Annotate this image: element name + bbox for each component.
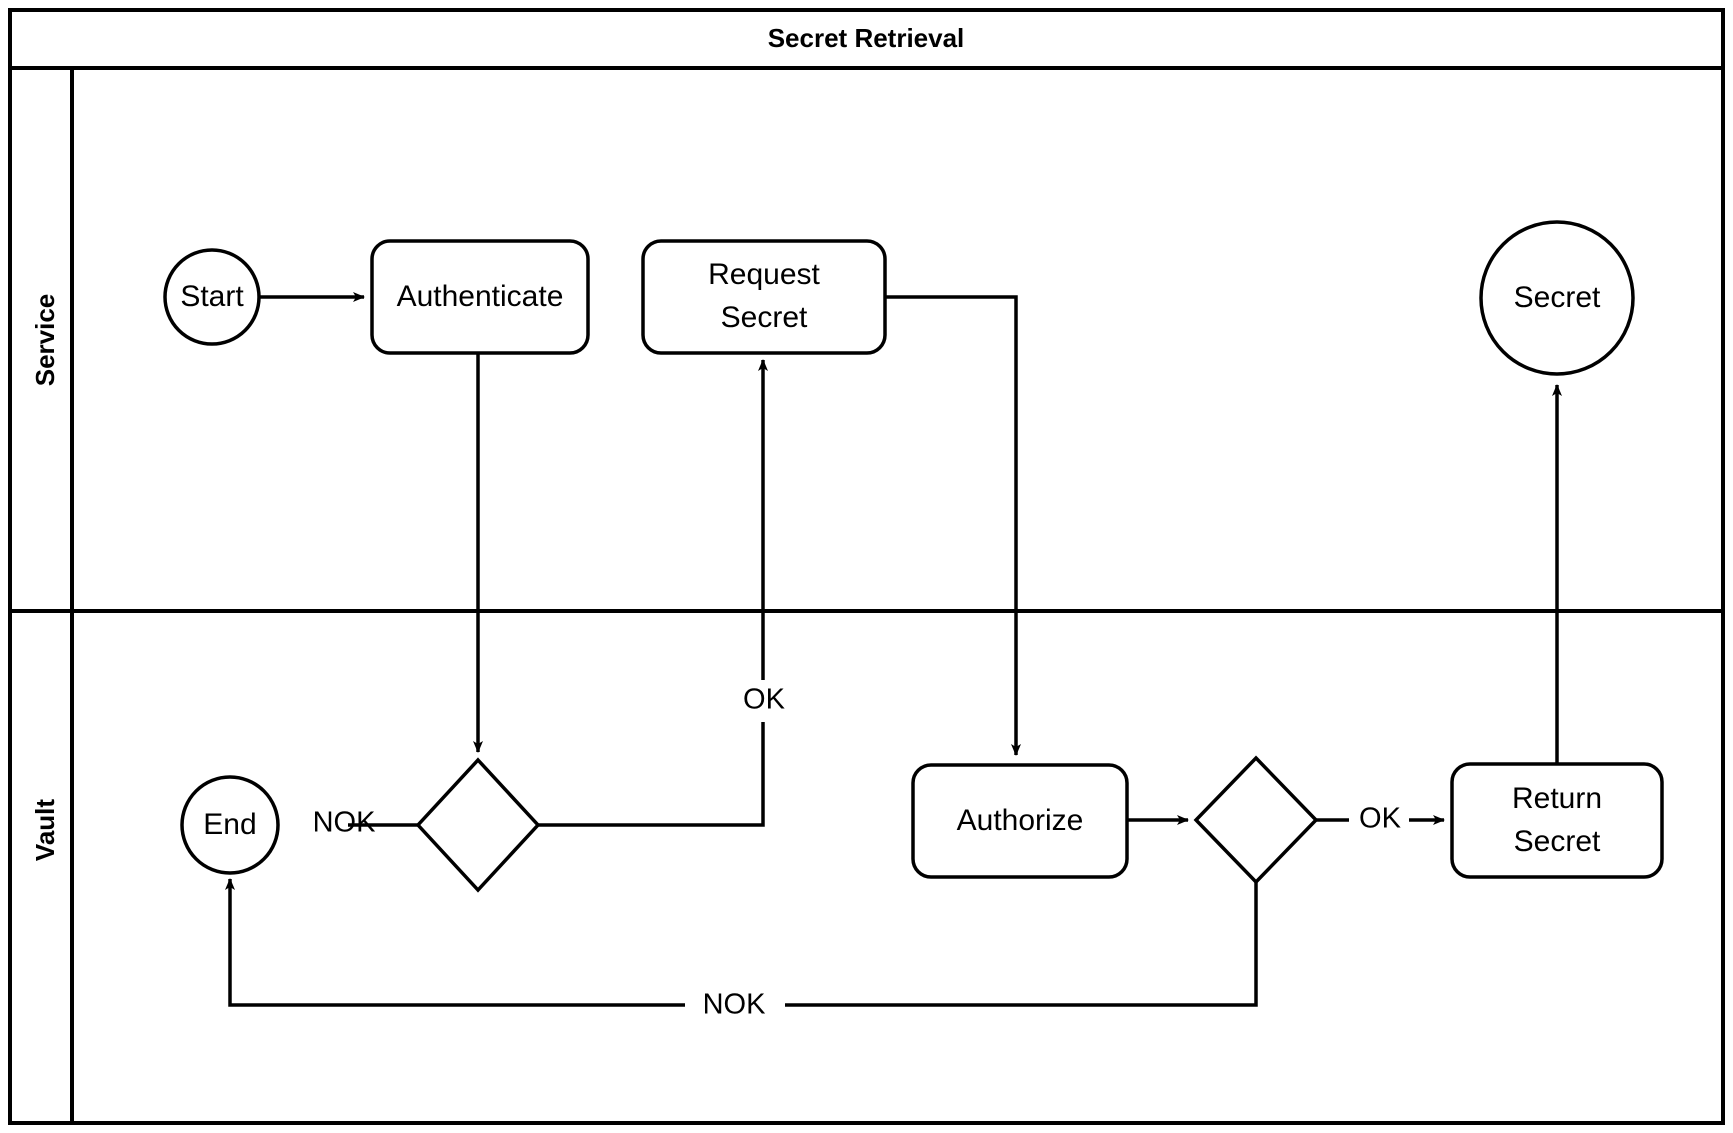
node-end[interactable]: End: [180, 775, 280, 875]
node-return-secret[interactable]: Return Secret: [1450, 762, 1664, 879]
edge-request-secret-to-authorize: [885, 295, 1021, 756]
authorize-task-label: Authorize: [957, 804, 1084, 837]
edge-label-ok-auth: OK: [743, 684, 786, 716]
authenticate-task-label: Authenticate: [397, 280, 564, 313]
lane-label-vault: Vault: [30, 799, 60, 861]
authenticate-task-box: [370, 239, 590, 355]
node-request-secret[interactable]: Request Secret: [641, 239, 887, 355]
start-event-circle: [163, 248, 261, 346]
edge-label-bg-nok-2: [685, 985, 785, 1027]
node-authenticate[interactable]: Authenticate: [370, 239, 590, 355]
pool-title: Secret Retrieval: [768, 23, 965, 53]
return-secret-task-label-line2: Secret: [1514, 825, 1601, 858]
node-authorize[interactable]: Authorize: [911, 763, 1129, 879]
edge-label-bg-nok-1: [268, 806, 348, 844]
edge-label-nok-auth: NOK: [313, 807, 377, 839]
edge-label-bg-ok-1: [733, 680, 795, 722]
lane-label-service-text: Service: [30, 294, 60, 387]
secret-event-circle: [1479, 220, 1635, 376]
request-secret-task-label-line1: Request: [708, 258, 820, 291]
node-auth-gateway[interactable]: [415, 757, 541, 893]
lane-label-vault-text: Vault: [30, 799, 60, 861]
edge-label-ok-authz: OK: [1359, 803, 1402, 835]
request-secret-task-box: [641, 239, 887, 355]
node-authz-gateway[interactable]: [1193, 755, 1319, 885]
return-secret-task-box: [1450, 762, 1664, 879]
end-event-circle: [180, 775, 280, 875]
pool-border: [8, 8, 1725, 1125]
return-secret-task-label-line1: Return: [1512, 782, 1602, 815]
secret-event-label: Secret: [1514, 281, 1601, 314]
request-secret-task-label-line2: Secret: [721, 301, 808, 334]
authz-gateway-diamond: [1193, 755, 1319, 885]
edge-label-nok-authz: NOK: [703, 989, 767, 1021]
lane-label-service: Service: [30, 294, 60, 387]
node-start[interactable]: Start: [163, 248, 261, 346]
edge-gateway-to-request-secret-ok: [538, 359, 768, 827]
auth-gateway-diamond: [415, 757, 541, 893]
start-event-label: Start: [180, 280, 244, 313]
authorize-task-box: [911, 763, 1129, 879]
edge-label-bg-ok-2: [1349, 800, 1409, 840]
node-secret[interactable]: Secret: [1479, 220, 1635, 376]
end-event-label: End: [203, 808, 256, 841]
